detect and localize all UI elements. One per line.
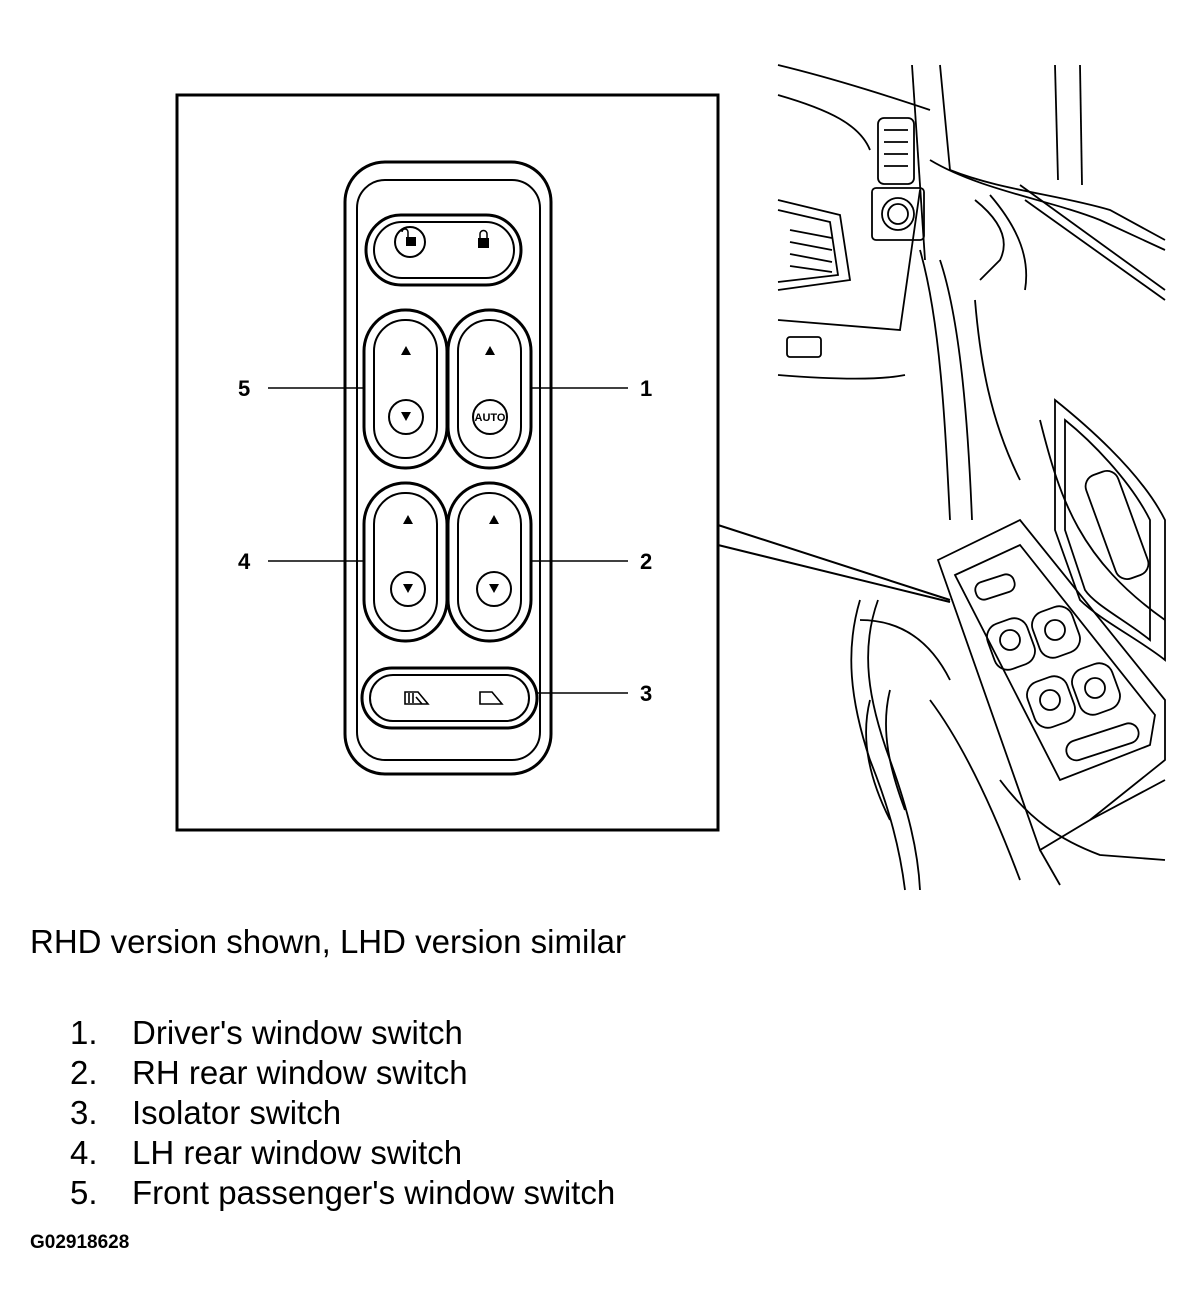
legend-label: Driver's window switch [132,1014,463,1051]
unlock-icon [394,226,426,258]
legend-item: 5. Front passenger's window switch [70,1173,615,1213]
legend-label: LH rear window switch [132,1134,463,1171]
callout-3: 3 [640,681,652,706]
up-arrow-icon [401,346,411,355]
lh-rear-window-switch[interactable] [362,481,449,643]
legend-list: 1. Driver's window switch 2. RH rear windo… [70,1013,615,1213]
isolator-left-icon [404,691,430,705]
legend-label: Front passenger's window switch [132,1174,616,1211]
callout-1: 1 [640,376,652,401]
callout-leaders [268,387,628,694]
caption: RHD version shown, LHD version similar [30,923,626,960]
legend-item: 2. RH rear window switch [70,1053,615,1093]
legend-label: RH rear window switch [132,1054,468,1091]
lock-switch[interactable] [364,213,523,287]
down-arrow-icon [489,584,499,593]
callout-4: 4 [238,549,251,574]
legend-label: Isolator switch [132,1094,342,1131]
legend-number: 5. [70,1174,98,1211]
window-switch-diagram: AUTO 5 1 [175,64,1166,891]
isolator-switch[interactable] [360,666,539,730]
up-arrow-icon [489,515,499,524]
legend-number: 4. [70,1134,98,1171]
callout-2: 2 [640,549,652,574]
legend-item: 4. LH rear window switch [70,1133,615,1173]
legend-number: 3. [70,1094,98,1131]
down-arrow-icon [401,412,411,421]
lock-icon [478,229,489,248]
front-passenger-window-switch[interactable] [362,308,449,470]
switch-pack [343,160,553,776]
isolator-right-icon [479,691,504,705]
legend-item: 1. Driver's window switch [70,1013,615,1053]
up-arrow-icon [403,515,413,524]
legend-item: 3. Isolator switch [70,1093,615,1133]
driver-window-switch[interactable]: AUTO [446,308,533,470]
location-pointer [717,524,951,603]
figure-id: G02918628 [30,1232,130,1253]
door-interior-illustration [777,64,1166,891]
legend-number: 1. [70,1014,98,1051]
callout-5: 5 [238,376,250,401]
rh-rear-window-switch[interactable] [446,481,533,643]
auto-label: AUTO [475,412,506,424]
legend-number: 2. [70,1054,98,1091]
down-arrow-icon [403,584,413,593]
up-arrow-icon [485,346,495,355]
